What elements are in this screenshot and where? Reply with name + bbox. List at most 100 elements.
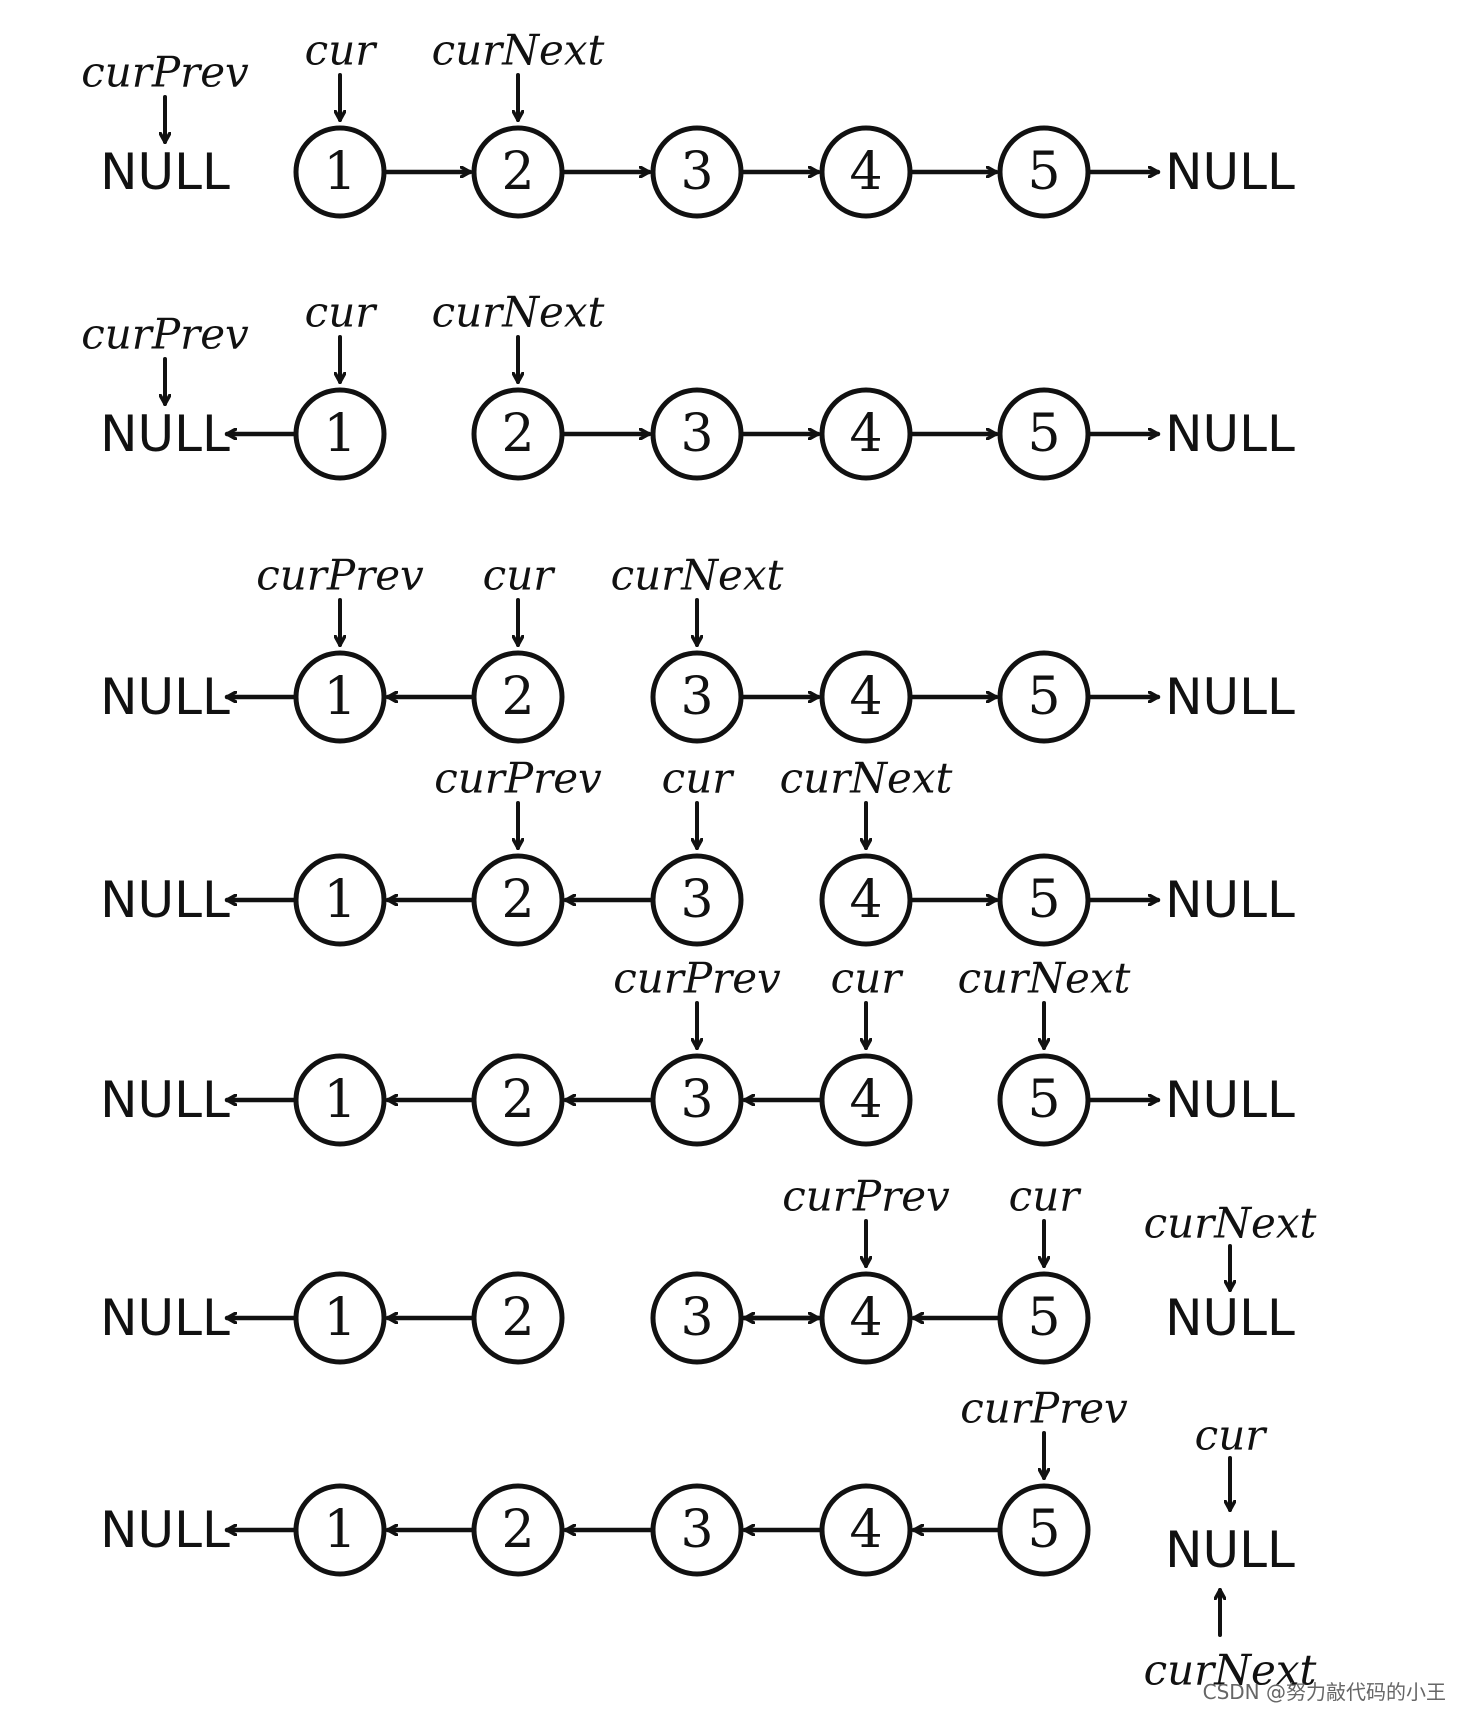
- null-left: NULL: [100, 143, 230, 201]
- list-node: [997, 1483, 1091, 1577]
- list-node: [819, 1053, 913, 1147]
- node-value: 1: [323, 142, 356, 202]
- watermark: CSDN @努力敲代码的小王: [1202, 1680, 1446, 1704]
- pointer-label-prev: curPrev: [434, 754, 602, 803]
- list-node: [819, 387, 913, 481]
- list-node: [997, 853, 1091, 947]
- node-value: 1: [323, 1288, 356, 1348]
- list-node: [819, 650, 913, 744]
- node-value: 5: [1027, 1500, 1060, 1560]
- list-node: [293, 1053, 387, 1147]
- step-row: NULL NULL 1 2 3 4 5 curPrev cur curNext: [81, 26, 1295, 219]
- list-node: [471, 1271, 565, 1365]
- node-value: 5: [1027, 1070, 1060, 1130]
- null-right: NULL: [1165, 871, 1295, 929]
- list-node: [650, 125, 744, 219]
- list-node: [819, 125, 913, 219]
- pointer-label-prev: curPrev: [782, 1172, 950, 1221]
- list-node: [650, 1053, 744, 1147]
- null-right: NULL: [1165, 1071, 1295, 1129]
- node-value: 4: [849, 1500, 882, 1560]
- pointer-label-next: curNext: [432, 288, 605, 337]
- list-node: [471, 650, 565, 744]
- node-value: 1: [323, 1070, 356, 1130]
- node-value: 4: [849, 404, 882, 464]
- list-node: [471, 1483, 565, 1577]
- node-value: 4: [849, 142, 882, 202]
- list-node: [650, 387, 744, 481]
- node-value: 2: [501, 1288, 534, 1348]
- node-value: 3: [680, 870, 713, 930]
- node-value: 4: [849, 1288, 882, 1348]
- node-value: 1: [323, 404, 356, 464]
- pointer-label-prev: curPrev: [960, 1384, 1128, 1433]
- node-value: 2: [501, 142, 534, 202]
- list-node: [293, 853, 387, 947]
- pointer-label-prev: curPrev: [613, 954, 781, 1003]
- list-node: [293, 650, 387, 744]
- pointer-label-next: curNext: [958, 954, 1131, 1003]
- list-node: [819, 853, 913, 947]
- node-value: 1: [323, 870, 356, 930]
- null-right: NULL: [1165, 668, 1295, 726]
- node-value: 3: [680, 1500, 713, 1560]
- pointer-label-next: curNext: [780, 754, 953, 803]
- list-node: [997, 650, 1091, 744]
- pointer-label-prev: curPrev: [81, 48, 249, 97]
- node-value: 3: [680, 404, 713, 464]
- pointer-label-cur: cur: [483, 551, 557, 600]
- list-node: [997, 387, 1091, 481]
- list-node: [293, 1271, 387, 1365]
- list-node: [997, 1053, 1091, 1147]
- node-value: 2: [501, 667, 534, 727]
- node-value: 3: [680, 1070, 713, 1130]
- node-value: 2: [501, 404, 534, 464]
- pointer-label-prev: curPrev: [256, 551, 424, 600]
- list-node: [471, 387, 565, 481]
- null-left: NULL: [100, 1071, 230, 1129]
- list-node: [650, 853, 744, 947]
- pointer-label-cur: cur: [305, 26, 379, 75]
- list-node: [650, 1271, 744, 1365]
- pointer-label-cur: cur: [1195, 1411, 1269, 1460]
- pointer-label-next: curNext: [1144, 1646, 1317, 1695]
- pointer-label-cur: cur: [831, 954, 905, 1003]
- pointer-label-next: curNext: [1144, 1199, 1317, 1248]
- list-node: [293, 1483, 387, 1577]
- list-node: [293, 125, 387, 219]
- node-value: 5: [1027, 870, 1060, 930]
- null-right: NULL: [1165, 143, 1295, 201]
- node-value: 5: [1027, 404, 1060, 464]
- node-value: 4: [849, 870, 882, 930]
- list-node: [471, 853, 565, 947]
- null-left: NULL: [100, 1501, 230, 1559]
- node-value: 5: [1027, 1288, 1060, 1348]
- null-left: NULL: [100, 1289, 230, 1347]
- null-right: NULL: [1165, 1521, 1295, 1579]
- node-value: 4: [849, 667, 882, 727]
- list-node: [819, 1271, 913, 1365]
- node-value: 3: [680, 667, 713, 727]
- node-value: 4: [849, 1070, 882, 1130]
- list-node: [997, 1271, 1091, 1365]
- pointer-label-next: curNext: [611, 551, 784, 600]
- node-value: 2: [501, 1500, 534, 1560]
- node-value: 2: [501, 870, 534, 930]
- pointer-label-next: curNext: [432, 26, 605, 75]
- step-row: NULL NULL 1 2 3 4 5 curPrev cur curNext: [100, 954, 1295, 1147]
- list-node: [650, 650, 744, 744]
- node-value: 3: [680, 142, 713, 202]
- node-value: 2: [501, 1070, 534, 1130]
- list-node: [650, 1483, 744, 1577]
- null-left: NULL: [100, 668, 230, 726]
- list-node: [471, 125, 565, 219]
- node-value: 5: [1027, 142, 1060, 202]
- pointer-label-cur: cur: [305, 288, 379, 337]
- list-node: [293, 387, 387, 481]
- node-value: 3: [680, 1288, 713, 1348]
- node-value: 1: [323, 1500, 356, 1560]
